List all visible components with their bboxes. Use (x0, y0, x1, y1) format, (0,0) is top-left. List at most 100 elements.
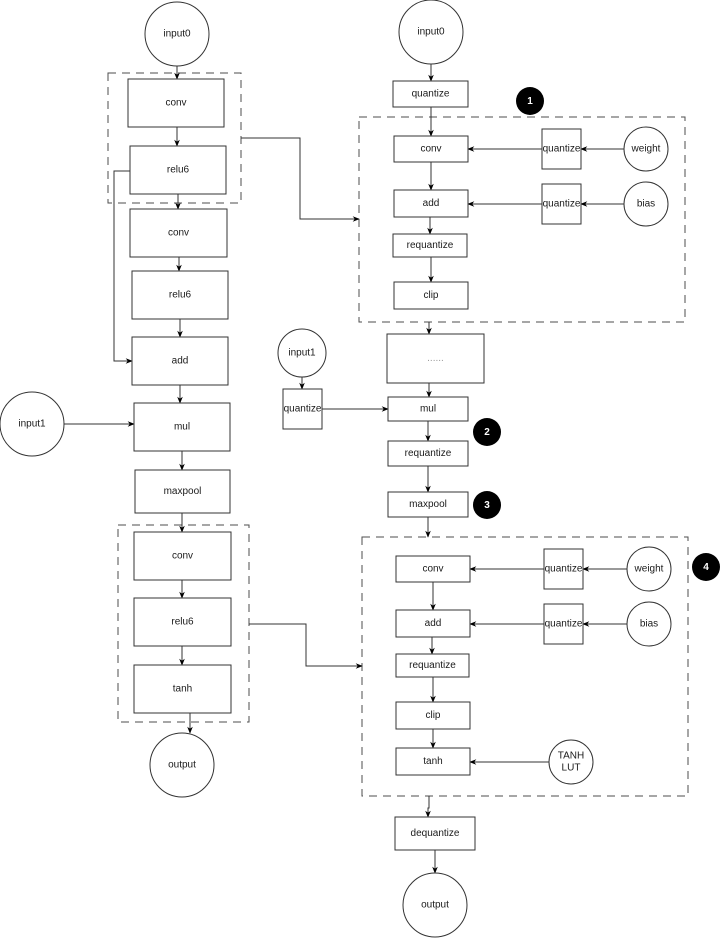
badge-number: 1 (527, 96, 533, 107)
edge-expand-group-1 (241, 137, 360, 222)
node-q1-bias: bias (623, 181, 669, 227)
node-label: quantize (545, 619, 583, 630)
badge-circle (473, 418, 501, 446)
node-relu6-3: relu6 (133, 597, 232, 647)
box-shape (134, 469, 231, 514)
node-label: weight (631, 144, 661, 155)
node-q1-weight: weight (623, 126, 669, 172)
node-label: weight (634, 564, 664, 575)
node-label: add (423, 198, 440, 209)
box-shape (387, 440, 469, 467)
node-q-input1: input1 (277, 328, 327, 378)
box-shape (129, 208, 228, 258)
node-q1-clip: clip (393, 281, 469, 310)
step-badge-2: 2 (473, 418, 501, 446)
box-shape (282, 388, 323, 430)
node-q-input0: input0 (398, 0, 464, 65)
node-label: quantize (284, 404, 322, 415)
node-label: ...... (427, 353, 444, 364)
badge-number: 4 (703, 562, 709, 573)
badge-circle (692, 553, 720, 581)
node-label: maxpool (164, 486, 202, 497)
node-q1-weight-quantize: quantize (541, 128, 582, 170)
box-shape (386, 333, 485, 384)
node-q-quantize-in: quantize (392, 80, 469, 108)
node-label: quantize (545, 564, 583, 575)
node-label: conv (165, 98, 186, 109)
box-shape (387, 396, 469, 422)
node-label: conv (168, 228, 189, 239)
node-label: relu6 (169, 290, 192, 301)
circle-shape (548, 739, 594, 785)
node-label: quantize (543, 144, 581, 155)
badge-circle (473, 491, 501, 519)
node-label: input1 (288, 348, 316, 359)
circle-shape (149, 732, 215, 798)
circle-shape (144, 1, 210, 67)
node-input0: input0 (144, 1, 210, 67)
node-add: add (131, 336, 229, 386)
node-label: TANH (558, 751, 584, 762)
node-q4-requantize: requantize (395, 653, 470, 678)
node-label: add (425, 618, 442, 629)
node-label: tanh (423, 756, 442, 767)
box-shape (131, 270, 229, 320)
node-q4-bias: bias (626, 601, 672, 647)
node-label: mul (174, 422, 190, 433)
step-badge-1: 1 (516, 87, 544, 115)
node-label: output (168, 760, 196, 771)
box-shape (387, 491, 469, 518)
node-q4-add: add (395, 609, 471, 638)
box-shape (395, 701, 471, 730)
node-q-mul-requantize: requantize (387, 440, 469, 467)
node-mul: mul (133, 402, 231, 452)
node-tanh: tanh (133, 664, 232, 714)
node-q-dequantize: dequantize (394, 816, 476, 851)
node-q4-conv: conv (395, 555, 471, 583)
node-label: output (421, 900, 449, 911)
node-label: maxpool (409, 499, 447, 510)
node-q-ellipsis: ...... (386, 333, 485, 384)
box-shape (394, 816, 476, 851)
node-label: requantize (405, 448, 452, 459)
node-q1-requantize: requantize (392, 233, 468, 258)
node-label: conv (420, 144, 441, 155)
node-q-input1-quantize: quantize (282, 388, 323, 430)
node-conv1: conv (127, 78, 225, 128)
node-label: conv (422, 564, 443, 575)
node-label: quantize (412, 89, 450, 100)
node-q1-bias-quantize: quantize (541, 183, 582, 225)
node-label: input1 (18, 419, 46, 430)
box-shape (393, 135, 469, 163)
box-shape (541, 183, 582, 225)
box-shape (395, 747, 471, 776)
node-q1-conv: conv (393, 135, 469, 163)
node-conv2: conv (129, 208, 228, 258)
box-shape (395, 653, 470, 678)
node-label: input0 (163, 29, 191, 40)
edge-group4-dequant (425, 796, 431, 818)
circle-shape (626, 546, 672, 592)
circle-shape (623, 181, 669, 227)
edge-expand-group-4 (249, 623, 363, 669)
node-label: requantize (409, 660, 456, 671)
box-shape (133, 597, 232, 647)
box-shape (392, 80, 469, 108)
node-label: mul (420, 404, 436, 415)
circle-shape (0, 391, 65, 457)
node-q4-clip: clip (395, 701, 471, 730)
node-label: input0 (417, 27, 445, 38)
node-conv3: conv (133, 531, 232, 581)
box-shape (543, 548, 584, 590)
node-maxpool: maxpool (134, 469, 231, 514)
node-q4-tanh: tanh (395, 747, 471, 776)
circle-shape (626, 601, 672, 647)
node-q1-add: add (393, 189, 469, 218)
box-shape (131, 336, 229, 386)
node-label: add (172, 356, 189, 367)
badge-number: 2 (484, 427, 490, 438)
step-badge-3: 3 (473, 491, 501, 519)
circle-shape (277, 328, 327, 378)
